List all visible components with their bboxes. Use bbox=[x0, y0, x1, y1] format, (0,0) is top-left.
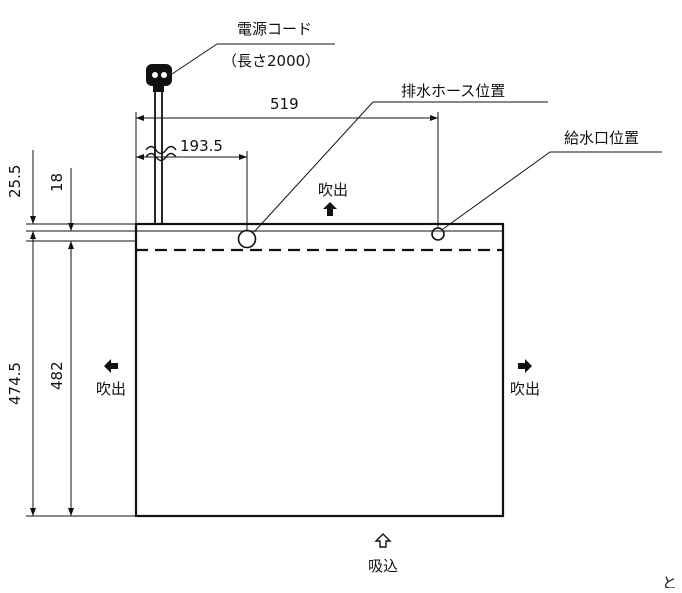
power-cord-length-label: （長さ2000） bbox=[222, 52, 320, 70]
arrow-up-filled-icon bbox=[323, 202, 337, 216]
dim-474-arrow-bottom bbox=[30, 508, 36, 516]
dim-474-label: 474.5 bbox=[6, 362, 24, 405]
water-inlet-leader bbox=[442, 151, 551, 230]
intake-bottom-label: 吸込 bbox=[368, 557, 398, 575]
power-plug-icon bbox=[146, 64, 172, 92]
outlet-left-label: 吹出 bbox=[96, 380, 126, 398]
power-cord-leader bbox=[171, 43, 218, 75]
water-inlet-label: 給水口位置 bbox=[564, 129, 639, 147]
dim-193-arrow-right bbox=[239, 154, 247, 160]
power-cord-break-icon bbox=[145, 145, 177, 162]
drain-hose-leader bbox=[253, 101, 374, 233]
arrow-left-filled-icon bbox=[104, 359, 118, 373]
dim-193-label: 193.5 bbox=[180, 137, 223, 155]
corner-mark: と bbox=[662, 574, 677, 588]
unit-body-outline bbox=[134, 222, 505, 518]
water-inlet-hole bbox=[431, 227, 445, 241]
dim-482-label: 482 bbox=[48, 361, 66, 390]
dim-519-label: 519 bbox=[270, 95, 299, 113]
dim-193-arrow-left bbox=[136, 154, 144, 160]
drain-hose-label: 排水ホース位置 bbox=[401, 82, 505, 100]
dim-519-arrow-left bbox=[136, 115, 144, 121]
outlet-top-label: 吹出 bbox=[318, 181, 348, 199]
arrow-right-filled-icon bbox=[518, 359, 532, 373]
power-cord-label: 電源コード bbox=[237, 20, 312, 38]
dim-519-arrow-right bbox=[430, 115, 438, 121]
outlet-right-label: 吹出 bbox=[510, 380, 540, 398]
dim-25-label: 25.5 bbox=[6, 165, 24, 198]
dim-18-label: 18 bbox=[48, 173, 66, 192]
dim-18-arrow bbox=[68, 223, 74, 231]
dim-482-arrow-bottom bbox=[68, 508, 74, 516]
dim-25-arrow bbox=[30, 216, 36, 224]
drain-hose-hole bbox=[237, 229, 257, 249]
arrow-up-outline-icon bbox=[374, 533, 392, 548]
